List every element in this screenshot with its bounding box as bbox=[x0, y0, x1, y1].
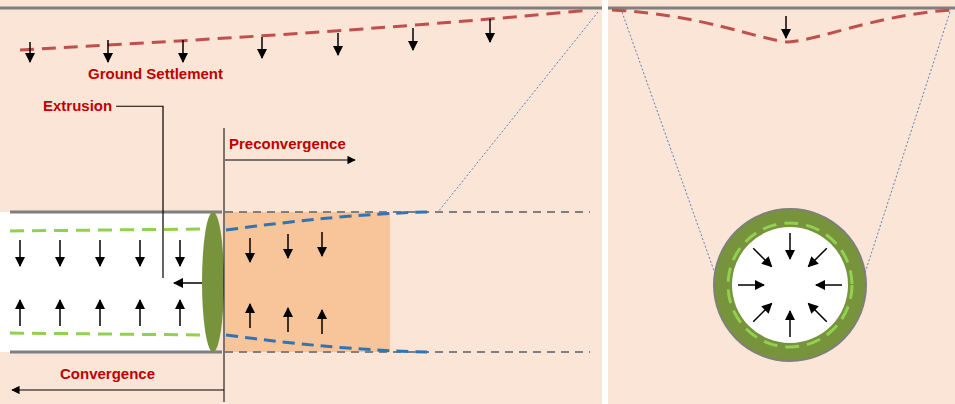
convergence-arrows bbox=[20, 232, 322, 334]
convergence-label: Convergence bbox=[60, 366, 155, 383]
preconvergence-profile bbox=[226, 335, 430, 352]
preconvergence-label: Preconvergence bbox=[229, 136, 346, 153]
core-ahead-of-face bbox=[225, 212, 390, 352]
settlement-curve bbox=[612, 10, 952, 42]
tunnel-outline bbox=[10, 211, 222, 214]
settlement-curve bbox=[20, 10, 590, 50]
settlement-label: Ground Settlement bbox=[88, 66, 223, 83]
tunnel-face bbox=[202, 212, 224, 352]
convergence-arrow bbox=[12, 389, 224, 390]
settlement-arrows bbox=[30, 16, 786, 62]
tunnel-lining bbox=[714, 209, 866, 361]
preconvergence-arrow bbox=[225, 159, 355, 160]
extrusion-arrow bbox=[174, 282, 202, 284]
extrusion-leader bbox=[116, 106, 163, 278]
convergence-profile bbox=[10, 333, 200, 335]
preconvergence-profile bbox=[226, 212, 430, 230]
tunnel-opening bbox=[732, 227, 848, 343]
convergence-profile bbox=[10, 229, 200, 231]
ground-surface bbox=[0, 7, 602, 10]
soil-ground-right bbox=[608, 0, 955, 404]
tunnel-outline bbox=[10, 351, 222, 354]
extrusion-label: Extrusion bbox=[43, 98, 112, 115]
excavated-tunnel bbox=[0, 212, 212, 352]
convergence-ring bbox=[728, 223, 852, 347]
soil-ground-left bbox=[0, 0, 602, 404]
face-section-line bbox=[224, 128, 225, 402]
ground-surface bbox=[608, 7, 955, 10]
radial-convergence-arrows bbox=[738, 233, 842, 337]
influence-lines bbox=[438, 12, 950, 282]
